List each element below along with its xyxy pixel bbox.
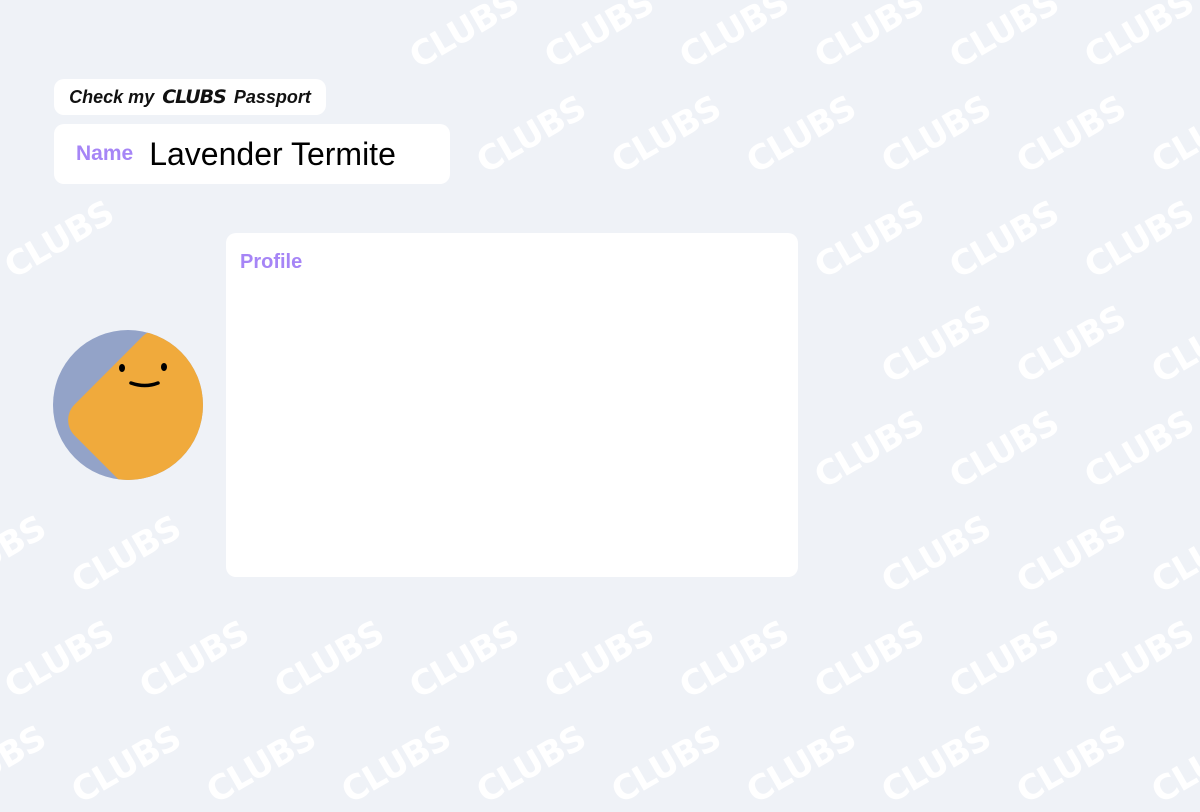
watermark-text: CLUBS — [334, 718, 458, 812]
watermark-text: CLUBS — [1144, 718, 1200, 812]
watermark-text: CLUBS — [469, 718, 593, 812]
watermark-text: CLUBS — [739, 718, 863, 812]
watermark-text: CLUBS — [942, 403, 1066, 497]
watermark-text: CLUBS — [807, 403, 931, 497]
watermark-text: CLUBS — [807, 193, 931, 287]
check-suffix: Passport — [233, 86, 311, 107]
watermark-text: CLUBS — [537, 0, 661, 77]
name-card: Name Lavender Termite — [54, 124, 450, 184]
check-prefix: Check my — [69, 86, 155, 107]
watermark-text: CLUBS — [0, 718, 53, 812]
watermark-text: CLUBS — [672, 613, 796, 707]
watermark-text: CLUBS — [199, 718, 323, 812]
watermark-text: CLUBS — [739, 88, 863, 182]
watermark-text: CLUBS — [874, 718, 998, 812]
watermark-text: CLUBS — [807, 613, 931, 707]
watermark-text: CLUBS — [537, 613, 661, 707]
watermark-text: CLUBS — [1144, 298, 1200, 392]
watermark-text: CLUBS — [1009, 508, 1133, 602]
watermark-text: CLUBS — [1077, 613, 1200, 707]
profile-label: Profile — [240, 251, 303, 273]
watermark-text: CLUBS — [1009, 298, 1133, 392]
watermark-text: CLUBS — [874, 298, 998, 392]
watermark-text: CLUBS — [874, 88, 998, 182]
watermark-text: CLUBS — [942, 0, 1066, 77]
name-value: Lavender Termite — [149, 135, 396, 172]
watermark-text: CLUBS — [469, 88, 593, 182]
watermark-text: CLUBS — [1077, 0, 1200, 77]
watermark-text: CLUBS — [0, 508, 53, 602]
watermark-text: CLUBS — [604, 88, 728, 182]
watermark-text: CLUBS — [942, 613, 1066, 707]
check-passport-link[interactable]: Check my CLUBS Passport — [54, 79, 326, 115]
watermark-text: CLUBS — [0, 613, 121, 707]
watermark-text: CLUBS — [402, 0, 526, 77]
name-label: Name — [76, 142, 134, 165]
avatar — [53, 330, 203, 480]
watermark-text: CLUBS — [132, 613, 256, 707]
watermark-text: CLUBS — [402, 613, 526, 707]
watermark-text: CLUBS — [64, 718, 188, 812]
watermark-text: CLUBS — [942, 193, 1066, 287]
watermark-text: CLUBS — [267, 613, 391, 707]
watermark-text: CLUBS — [1144, 508, 1200, 602]
watermark-text: CLUBS — [1009, 88, 1133, 182]
smiley-avatar-icon — [68, 330, 203, 480]
watermark-text: CLUBS — [1077, 193, 1200, 287]
clubs-logo: CLUBS — [162, 86, 227, 108]
watermark-text: CLUBS — [64, 508, 188, 602]
watermark-text: CLUBS — [874, 508, 998, 602]
watermark-text: CLUBS — [1144, 88, 1200, 182]
watermark-text: CLUBS — [1077, 403, 1200, 497]
watermark-text: CLUBS — [0, 193, 121, 287]
watermark-text: CLUBS — [604, 718, 728, 812]
profile-panel: Profile — [226, 233, 798, 577]
watermark-text: CLUBS — [807, 0, 931, 77]
watermark-text: CLUBS — [672, 0, 796, 77]
watermark-text: CLUBS — [1009, 718, 1133, 812]
